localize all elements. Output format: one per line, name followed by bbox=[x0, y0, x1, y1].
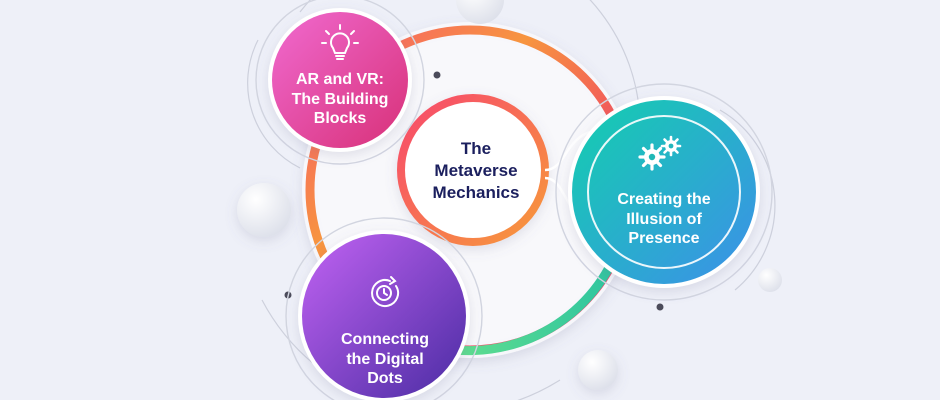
node-presence-line-1: Creating the bbox=[617, 191, 711, 208]
node-ar-vr-line-2: The Building bbox=[291, 90, 389, 108]
node-ar-vr-label: AR and VR: The Building Blocks bbox=[276, 70, 404, 129]
lightbulb-icon bbox=[321, 24, 359, 60]
center-title: The Metaverse Mechanics bbox=[420, 138, 532, 204]
node-presence-line-3: Presence bbox=[628, 230, 700, 248]
center-title-line-3: Mechanics bbox=[432, 183, 520, 203]
node-dots-label: Connecting the Digital Dots bbox=[310, 330, 460, 389]
dot-small-1 bbox=[433, 71, 441, 79]
bubble-top bbox=[456, 0, 504, 24]
node-presence-line-2: Illusion of bbox=[626, 210, 702, 228]
bubble-bottom bbox=[578, 350, 618, 390]
center-title-line-2: Metaverse bbox=[434, 161, 518, 181]
node-presence[interactable] bbox=[555, 83, 773, 301]
node-ar-vr-line-3: Blocks bbox=[313, 110, 367, 128]
gears-icon bbox=[638, 135, 682, 171]
node-dots[interactable] bbox=[285, 217, 483, 400]
bubble-left bbox=[237, 183, 291, 237]
node-presence-label: Creating the Illusion of Presence bbox=[594, 190, 734, 249]
clock-refresh-icon bbox=[371, 276, 399, 307]
node-dots-line-1: Connecting bbox=[341, 331, 429, 348]
bubble-right bbox=[758, 268, 782, 292]
center-title-line-1: The bbox=[460, 139, 492, 158]
node-dots-line-2: the Digital bbox=[346, 350, 424, 368]
orbit-lines bbox=[247, 0, 776, 400]
node-ar-vr[interactable] bbox=[255, 0, 425, 165]
node-ar-vr-line-1: AR and VR: bbox=[296, 71, 384, 88]
node-dots-line-3: Dots bbox=[367, 370, 403, 388]
dot-small-3 bbox=[656, 303, 664, 311]
